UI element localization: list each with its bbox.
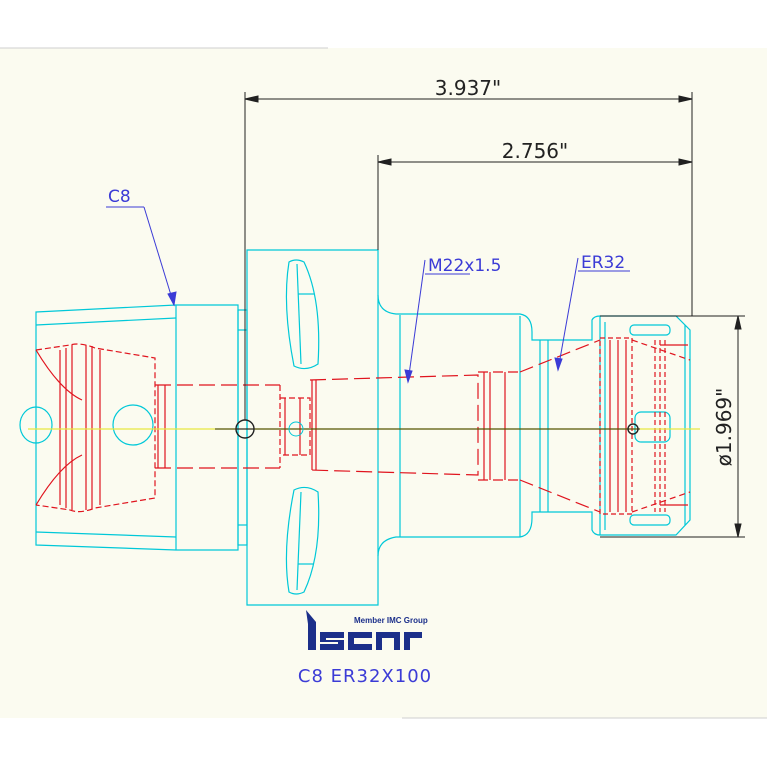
drive-slot-top <box>285 259 320 370</box>
dim-projection-length: 2.756" <box>502 139 568 163</box>
paper-background <box>0 48 767 718</box>
logo-brand: iscar <box>0 0 3 1</box>
drawing-title: C8 ER32X100 <box>298 666 432 687</box>
leader-collet <box>557 257 579 371</box>
callout-collet: ER32 <box>581 253 625 273</box>
collet-nut-hidden <box>599 337 691 515</box>
flange-outline <box>246 249 691 606</box>
leader-shank <box>143 206 175 306</box>
logo-wordmark <box>306 610 422 650</box>
hidden-lines <box>35 337 691 515</box>
callout-shank: C8 <box>108 187 131 207</box>
gauge-point-right <box>627 423 639 435</box>
drive-slot-bottom <box>285 486 320 595</box>
dim-overall-length: 3.937" <box>435 76 501 100</box>
iscar-logo: Member IMC Group iscar <box>0 0 428 650</box>
logo-tagline: Member IMC Group <box>354 616 428 625</box>
callout-leaders <box>106 206 630 384</box>
callout-thread: M22x1.5 <box>428 256 501 276</box>
shank-pocket <box>35 343 156 513</box>
leader-thread <box>407 259 426 383</box>
shank-side-hole <box>112 404 154 446</box>
dim-diameter: ø1.969" <box>712 388 736 467</box>
dimension-lines <box>244 92 745 538</box>
